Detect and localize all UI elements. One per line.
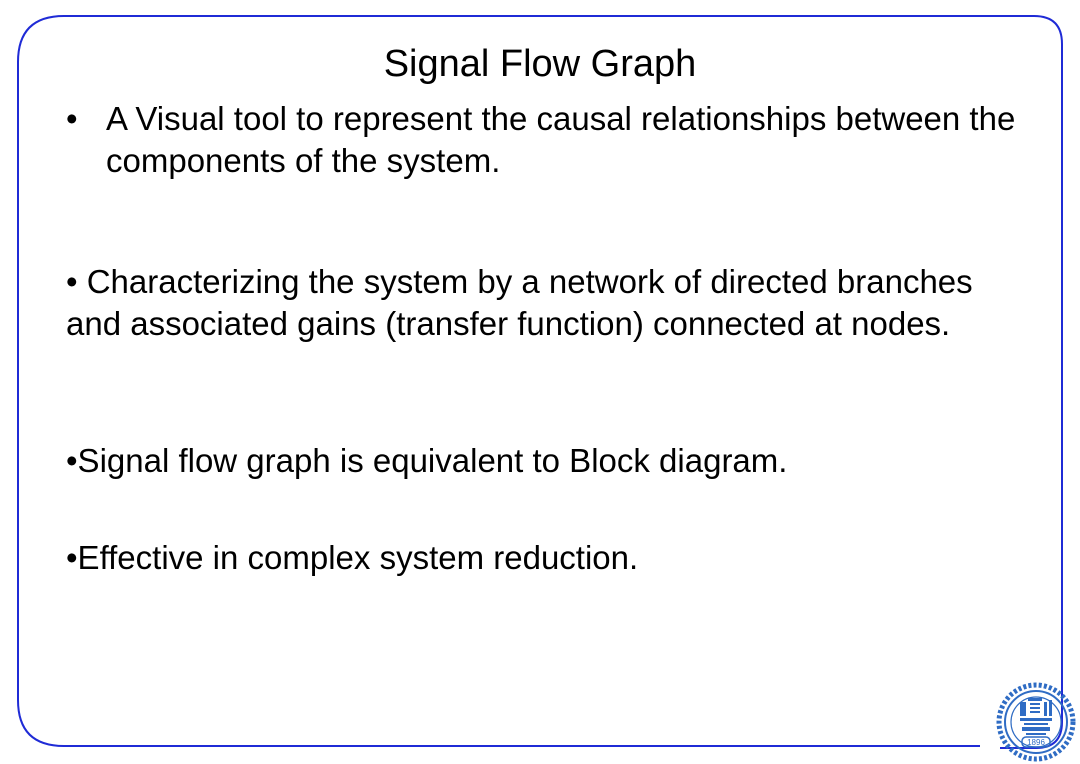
bullet-marker: •: [66, 100, 78, 137]
bullet-item-equivalent: •Signal flow graph is equivalent to Bloc…: [66, 442, 788, 479]
seal-year: 1896: [1027, 738, 1045, 747]
bullet-item-visual-tool: • A Visual tool to represent the causal …: [66, 98, 1026, 182]
bullet-item-characterizing: • Characterizing the system by a network…: [66, 263, 973, 342]
bullet-text: A Visual tool to represent the causal re…: [106, 100, 1016, 179]
bullet-item-effective: •Effective in complex system reduction.: [66, 539, 639, 576]
university-seal-icon: 1896: [996, 682, 1076, 762]
slide-title: Signal Flow Graph: [383, 43, 697, 85]
